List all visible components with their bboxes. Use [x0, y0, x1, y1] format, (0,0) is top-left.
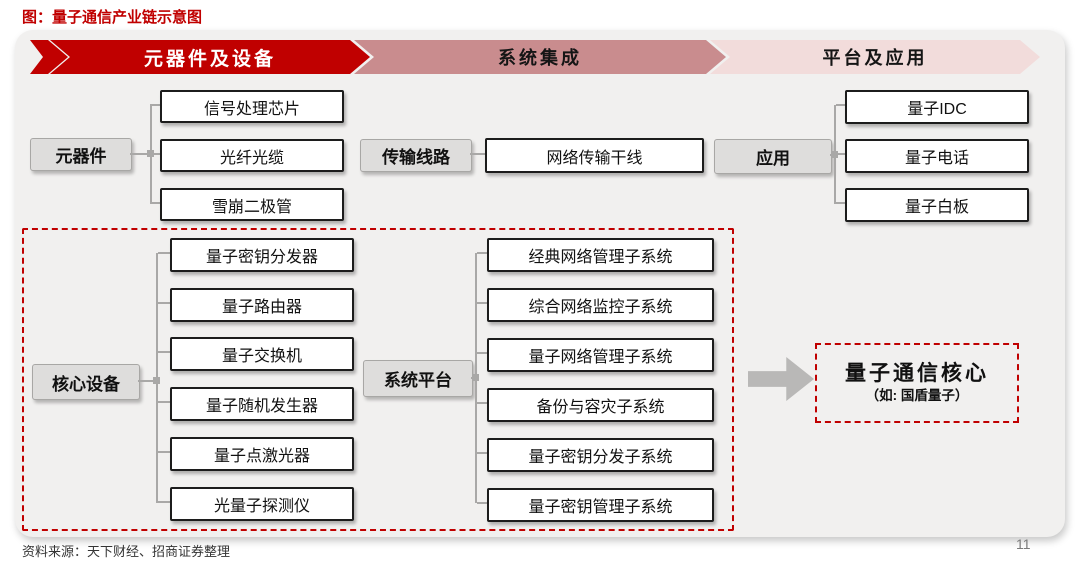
item-box: 综合网络监控子系统 — [487, 288, 714, 322]
connector-line — [158, 451, 170, 453]
connector-line — [470, 153, 485, 155]
item-box: 量子交换机 — [170, 337, 354, 371]
diagram-panel: 元器件及设备 系统集成 平台及应用 元器件 信号处理芯片 光纤光缆 雪崩二极管 … — [15, 30, 1065, 537]
item-box: 量子密钥管理子系统 — [487, 488, 714, 522]
right-arrow-icon — [748, 357, 814, 401]
connector-node — [831, 151, 838, 158]
core-result-subtitle: （如: 国盾量子） — [865, 387, 969, 403]
connector-line — [836, 202, 845, 204]
connector-line — [158, 302, 170, 304]
core-result-title: 量子通信核心 — [845, 362, 989, 386]
item-box: 量子点激光器 — [170, 437, 354, 471]
group-label-components: 元器件 — [30, 138, 132, 171]
item-box: 备份与容灾子系统 — [487, 388, 714, 422]
item-box: 量子电话 — [845, 139, 1029, 173]
connector-node — [147, 150, 154, 157]
connector-line — [158, 401, 170, 403]
connector-line — [158, 252, 170, 254]
item-box: 信号处理芯片 — [160, 90, 344, 123]
core-result-box: 量子通信核心 （如: 国盾量子） — [815, 343, 1019, 423]
banner-platform-application: 平台及应用 — [710, 40, 1040, 74]
connector-line — [477, 252, 487, 254]
connector-line — [477, 402, 487, 404]
source-note: 资料来源：天下财经、招商证券整理 — [22, 544, 231, 559]
item-box: 经典网络管理子系统 — [487, 238, 714, 272]
item-box: 量子网络管理子系统 — [487, 338, 714, 372]
banner-components-equipment: 元器件及设备 — [50, 40, 370, 74]
item-box: 量子密钥分发器 — [170, 238, 354, 272]
group-label-system-platform: 系统平台 — [363, 360, 473, 397]
item-box: 网络传输干线 — [485, 138, 704, 173]
group-label-core-equipment: 核心设备 — [32, 364, 140, 400]
item-box: 光纤光缆 — [160, 139, 344, 172]
connector-node — [153, 377, 160, 384]
connector-line — [836, 104, 845, 106]
connector-line — [477, 502, 487, 504]
connector-line — [158, 351, 170, 353]
connector-line — [130, 153, 152, 155]
group-label-transmission: 传输线路 — [360, 139, 472, 172]
item-box: 量子密钥分发子系统 — [487, 438, 714, 472]
item-box: 量子IDC — [845, 90, 1029, 124]
connector-line — [158, 501, 170, 503]
figure-title: 图：量子通信产业链示意图 — [22, 9, 203, 26]
page-number: 11 — [1016, 536, 1031, 552]
connector-line — [152, 104, 160, 106]
connector-line — [477, 352, 487, 354]
item-box: 量子路由器 — [170, 288, 354, 322]
group-label-application: 应用 — [714, 139, 832, 174]
banner-system-integration: 系统集成 — [354, 40, 726, 74]
item-box: 量子白板 — [845, 188, 1029, 222]
core-dashed-region — [22, 228, 734, 531]
connector-line — [138, 380, 158, 382]
item-box: 量子随机发生器 — [170, 387, 354, 421]
connector-line — [152, 153, 160, 155]
connector-line — [152, 202, 160, 204]
item-box: 光量子探测仪 — [170, 487, 354, 521]
item-box: 雪崩二极管 — [160, 188, 344, 221]
connector-node — [472, 374, 479, 381]
connector-line — [836, 153, 845, 155]
connector-line — [477, 302, 487, 304]
connector-line — [477, 452, 487, 454]
